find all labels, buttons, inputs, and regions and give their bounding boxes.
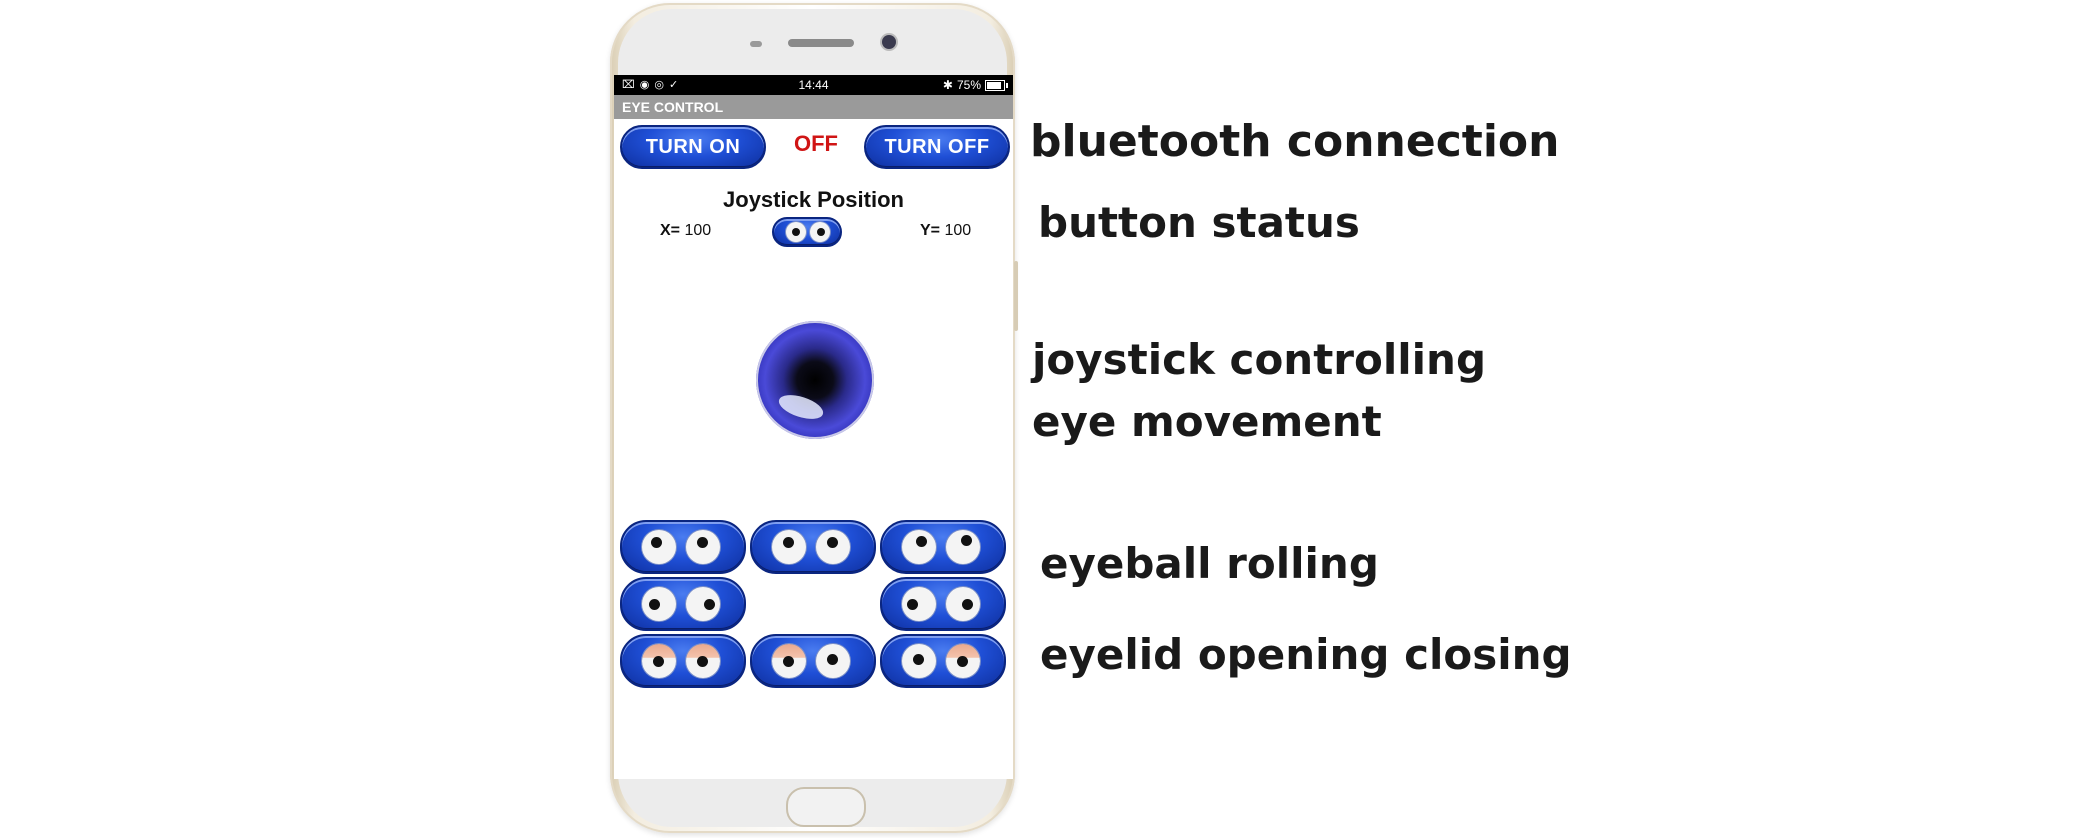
earpiece-speaker <box>788 39 854 47</box>
status-right: ✱ 75% <box>942 78 1008 92</box>
eye-look-left-button[interactable] <box>620 577 746 631</box>
eye-look-up-right-button[interactable] <box>880 520 1006 574</box>
side-power-button[interactable] <box>1014 261 1018 331</box>
app-screen: ⌧ ◉ ◎ ✓ 14:44 ✱ 75% EYE CONTROL TURN ON … <box>614 75 1013 779</box>
joystick-position-title: Joystick Position <box>723 187 904 212</box>
annotation-joystick-line2: eye movement <box>1032 397 1382 446</box>
bluetooth-icon: ✱ <box>942 78 953 92</box>
eyelid-eye-icon <box>946 644 980 678</box>
battery-percent: 75% <box>956 78 981 92</box>
annotation-bluetooth: bluetooth connection <box>1030 116 1560 167</box>
eyelid-right-close-button[interactable] <box>880 634 1006 688</box>
y-label: Y= <box>920 222 941 239</box>
eyelid-eye-icon <box>772 644 806 678</box>
eye-icon <box>772 530 806 564</box>
eye-icon <box>946 530 980 564</box>
eye-icon <box>902 587 936 621</box>
eye-look-right-button[interactable] <box>880 577 1006 631</box>
annotation-joystick-line1: joystick controlling <box>1032 335 1487 384</box>
battery-icon <box>985 79 1008 91</box>
joystick-eyeball-icon[interactable] <box>756 321 874 439</box>
status-bar: ⌧ ◉ ◎ ✓ 14:44 ✱ 75% <box>614 75 1013 95</box>
status-time: 14:44 <box>798 78 829 92</box>
annotation-button-status: button status <box>1038 198 1360 247</box>
eye-icon <box>902 644 936 678</box>
turn-on-button[interactable]: TURN ON <box>620 125 766 169</box>
eyelid-both-close-button[interactable] <box>620 634 746 688</box>
app-title: EYE CONTROL <box>614 95 1013 119</box>
eye-icon <box>816 530 850 564</box>
y-value: 100 <box>944 222 972 239</box>
eye-icon <box>642 587 676 621</box>
x-value: 100 <box>684 222 712 239</box>
proximity-sensor <box>750 41 762 47</box>
eye-icon <box>686 530 720 564</box>
eye-icon <box>686 587 720 621</box>
annotation-eyelid: eyelid opening closing <box>1040 630 1572 679</box>
eye-icon <box>816 644 850 678</box>
eyelid-eye-icon <box>642 644 676 678</box>
eye-look-up-left-button[interactable] <box>620 520 746 574</box>
status-eye-button[interactable] <box>772 217 842 247</box>
eye-icon <box>946 587 980 621</box>
eyelid-left-close-button[interactable] <box>750 634 876 688</box>
eye-icon <box>786 222 806 242</box>
connection-status: OFF <box>794 131 838 156</box>
x-coordinate: X= 100 <box>660 222 711 240</box>
turn-off-button[interactable]: TURN OFF <box>864 125 1010 169</box>
x-label: X= <box>660 222 681 239</box>
annotation-eyeball-rolling: eyeball rolling <box>1040 539 1379 588</box>
eye-icon <box>810 222 830 242</box>
eye-icon <box>902 530 936 564</box>
eye-look-up-button[interactable] <box>750 520 876 574</box>
front-camera-icon <box>882 35 896 49</box>
home-button[interactable] <box>786 787 866 827</box>
status-notification-icons: ⌧ ◉ ◎ ✓ <box>622 79 680 91</box>
eye-icon <box>642 530 676 564</box>
eyelid-eye-icon <box>686 644 720 678</box>
y-coordinate: Y= 100 <box>920 222 971 240</box>
